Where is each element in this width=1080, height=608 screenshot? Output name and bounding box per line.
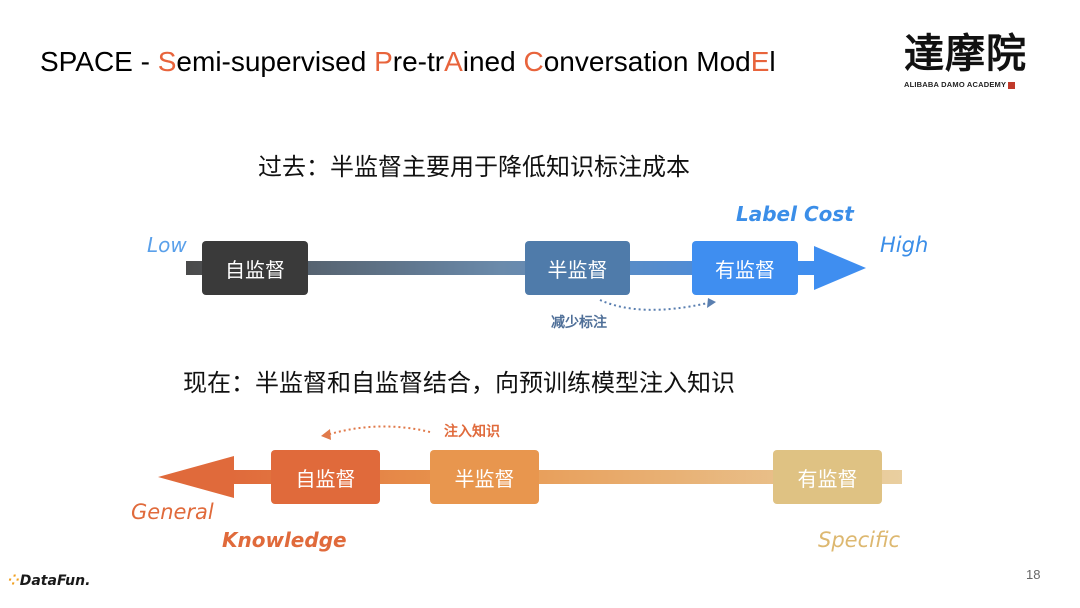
damo-logo-subtitle: ALIBABA DAMO ACADEMY (904, 80, 1016, 89)
seal-icon (1008, 81, 1016, 89)
past-box-self-supervised: 自监督 (202, 241, 308, 295)
now-box-semi-supervised: 半监督 (430, 450, 539, 504)
title-highlight-letter: A (444, 46, 463, 77)
title-highlight-letter: S (157, 46, 177, 77)
now-arrow-note: 注入知识 (444, 424, 500, 440)
knowledge-label: Knowledge (222, 528, 347, 552)
now-dotted-curve (329, 425, 431, 435)
page-number: 18 (1026, 567, 1041, 582)
past-arrow-shaft (186, 261, 816, 275)
past-box-supervised: 有监督 (692, 241, 798, 295)
now-heading: 现在：半监督和自监督结合，向预训练模型注入知识 (183, 369, 735, 397)
title-highlight-letter: P (374, 46, 393, 77)
high-label: High (880, 233, 929, 257)
now-arrow-shaft (232, 470, 902, 484)
past-arrow-head (814, 246, 866, 290)
title-text-segment: onversation Mod (543, 46, 751, 77)
title-highlight-letter: C (523, 46, 544, 77)
now-curve-arrow-tip (321, 429, 331, 440)
general-label: General (131, 500, 214, 524)
damo-logo-text: 達摩院 (904, 30, 1027, 77)
datafun-logo: ⁘DataFun. (8, 573, 90, 589)
now-box-self-supervised: 自监督 (271, 450, 380, 504)
slide-title: SPACE - Semi-supervised Pre-trAined Conv… (40, 44, 776, 80)
past-heading: 过去：半监督主要用于降低知识标注成本 (258, 153, 690, 181)
past-dotted-curve (599, 299, 709, 311)
title-text-segment: re-tr (392, 46, 445, 77)
title-text-segment: emi-supervised (176, 46, 375, 77)
title-text-segment: ined (462, 46, 524, 77)
title-text-segment: l (769, 46, 776, 77)
past-curve-arrow-tip (707, 298, 716, 308)
datafun-logo-mark-icon: ⁘ (8, 573, 20, 589)
past-arrow-note: 减少标注 (551, 315, 607, 331)
title-highlight-letter: E (750, 46, 770, 77)
now-arrow-head (158, 456, 234, 498)
datafun-logo-text: DataFun. (19, 573, 91, 589)
low-label: Low (147, 233, 187, 257)
past-box-semi-supervised: 半监督 (525, 241, 630, 295)
label-cost-label: Label Cost (736, 202, 854, 226)
title-text-segment: SPACE - (40, 46, 158, 77)
now-box-supervised: 有监督 (773, 450, 882, 504)
specific-label: Specific (818, 528, 901, 552)
damo-logo-english: ALIBABA DAMO ACADEMY (904, 80, 1007, 89)
